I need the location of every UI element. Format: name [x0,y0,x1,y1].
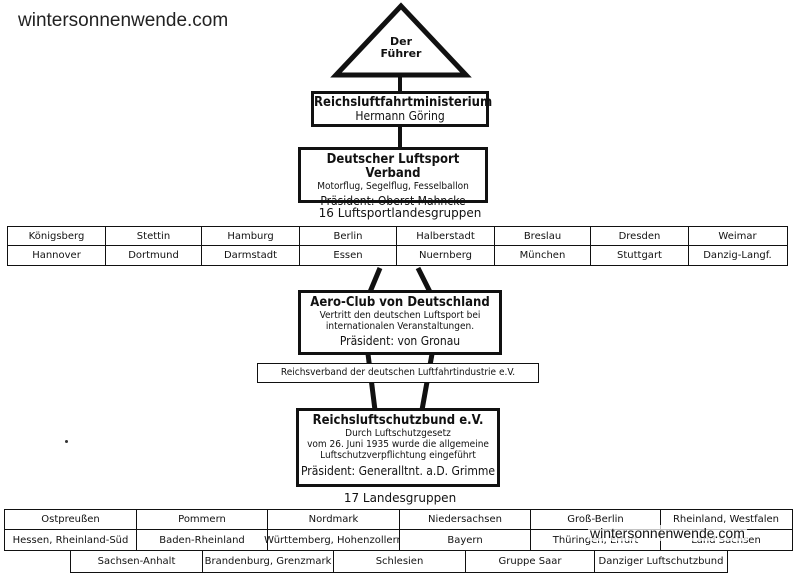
ministry-box: Reichsluftfahrtministerium Hermann Görin… [311,91,493,127]
dlv-subtitle: Motorflug, Segelflug, Fesselballon [317,181,469,192]
dlv-group-cell: Hannover [7,245,106,266]
dlv-group-cell: Hamburg [201,226,300,246]
rlb-group-cell: Niedersachsen [398,509,532,530]
dlv-president: Präsident: Oberst Mahncke [320,194,466,208]
industry-label: Reichsverband der deutschen Luftfahrtind… [280,367,516,378]
fuehrer-triangle [330,2,472,78]
dlv-box: Deutscher Luftsport Verband Motorflug, S… [298,147,488,208]
ministry-head: Hermann Göring [355,109,445,123]
aero-club-desc-1: Vertritt den deutschen Luftsport bei [319,310,481,321]
rlb-president: Präsident: Generalltnt. a.D. Grimme [300,464,496,478]
aero-club-president: Präsident: von Gronau [339,334,461,348]
fuehrer-label: Der Führer [380,35,422,60]
dlv-group-cell: Darmstadt [201,245,300,266]
dlv-group-cell: Danzig-Langf. [687,245,788,266]
dlv-group-cell: Nuernberg [396,245,495,266]
dlv-group-cell: Stettin [104,226,203,246]
aero-club-box: Aero-Club von Deutschland Vertritt den d… [298,290,502,355]
dlv-group-cell: Stuttgart [590,245,689,266]
watermark-top: wintersonnenwende.com [18,10,229,31]
dlv-group-cell: München [493,245,592,266]
dlv-group-cell: Dortmund [104,245,203,266]
dlv-groups-row-1: Königsberg Stettin Hamburg Berlin Halber… [7,226,797,246]
dlv-group-cell: Halberstadt [396,226,495,246]
rlb-group-cell: Baden-Rheinland [135,529,269,551]
dlv-group-cell: Weimar [687,226,788,246]
rlb-group-cell: Schlesien [333,550,466,573]
rlb-group-cell: Ostpreußen [4,509,137,530]
industry-box: Reichsverband der deutschen Luftfahrtind… [257,363,539,383]
rlb-box: Reichsluftschutzbund e.V. Durch Luftschu… [296,408,500,487]
rlb-group-cell: Bayern [398,529,532,551]
ministry-title: Reichsluftfahrtministerium [314,95,493,110]
rlb-desc-1: Durch Luftschutzgesetz [345,428,451,439]
dlv-group-cell: Königsberg [7,226,106,246]
rlb-desc-2: vom 26. Juni 1935 wurde die allgemeine [307,439,489,450]
dlv-group-cell: Essen [298,245,398,266]
rlb-group-cell: Pommern [135,509,269,530]
rlb-group-cell: Württemberg, Hohenzollern [264,529,403,551]
rlb-group-cell: Nordmark [267,509,400,530]
rlb-title: Reichsluftschutzbund e.V. [312,413,484,428]
dlv-groups-row-2: Hannover Dortmund Darmstadt Essen Nuernb… [7,245,797,266]
rlb-group-cell: Danziger Luftschutzbund [594,550,728,573]
rlb-group-cell: Brandenburg, Grenzmark [201,550,335,573]
dlv-groups-label: 16 Luftsportlandesgruppen [318,206,482,220]
dlv-group-cell: Berlin [298,226,398,246]
rlb-group-cell: Sachsen-Anhalt [70,550,203,573]
rlb-groups-label: 17 Landesgruppen [343,491,457,505]
aero-club-desc-2: internationalen Veranstaltungen. [325,321,475,332]
dlv-group-cell: Breslau [493,226,592,246]
dlv-group-cell: Dresden [590,226,689,246]
rlb-group-cell: Gruppe Saar [464,550,596,573]
rlb-groups-row-3: Sachsen-Anhalt Brandenburg, Grenzmark Sc… [70,550,730,573]
speck [65,440,68,443]
rlb-group-cell: Hessen, Rheinland-Süd [4,529,137,551]
rlb-desc-3: Luftschutzverpflichtung eingeführt [320,450,476,461]
watermark-bottom: wintersonnenwende.com [588,525,747,541]
dlv-title: Deutscher Luftsport Verband [326,152,460,181]
aero-club-title: Aero-Club von Deutschland [310,295,490,310]
